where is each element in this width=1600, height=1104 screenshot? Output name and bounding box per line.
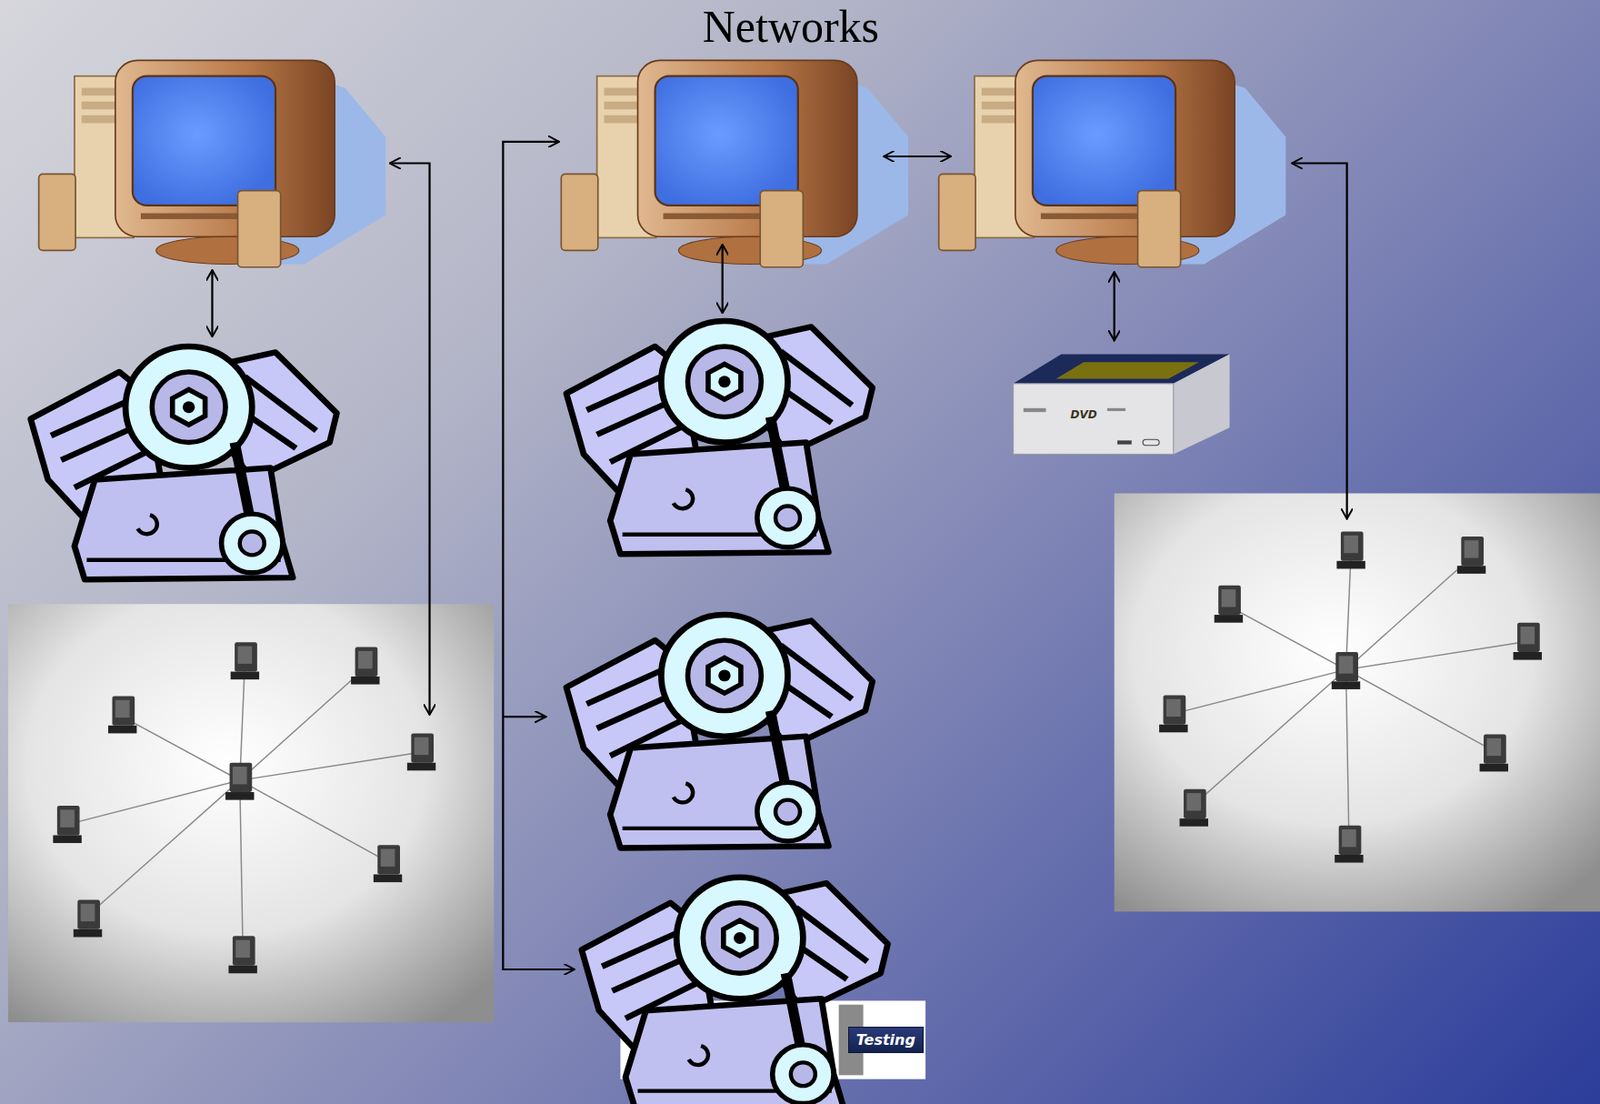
- drive-label: DVD: [1070, 409, 1097, 421]
- slide-title: Networks: [702, 1, 880, 52]
- computer-icon: [939, 60, 1287, 267]
- star-network-photo: [8, 603, 494, 1022]
- engine-icon: [581, 877, 889, 1104]
- badge-label: Testing: [848, 1026, 924, 1054]
- computer-icon: [560, 60, 909, 267]
- star-network-photo: [1114, 493, 1600, 912]
- engine-icon: [30, 346, 338, 580]
- connector-arrows: [211, 141, 1347, 970]
- engine-icon: [566, 320, 873, 554]
- engine-icon: [566, 614, 873, 848]
- dvd-drive: [1013, 354, 1230, 455]
- computer-icon: [39, 60, 387, 267]
